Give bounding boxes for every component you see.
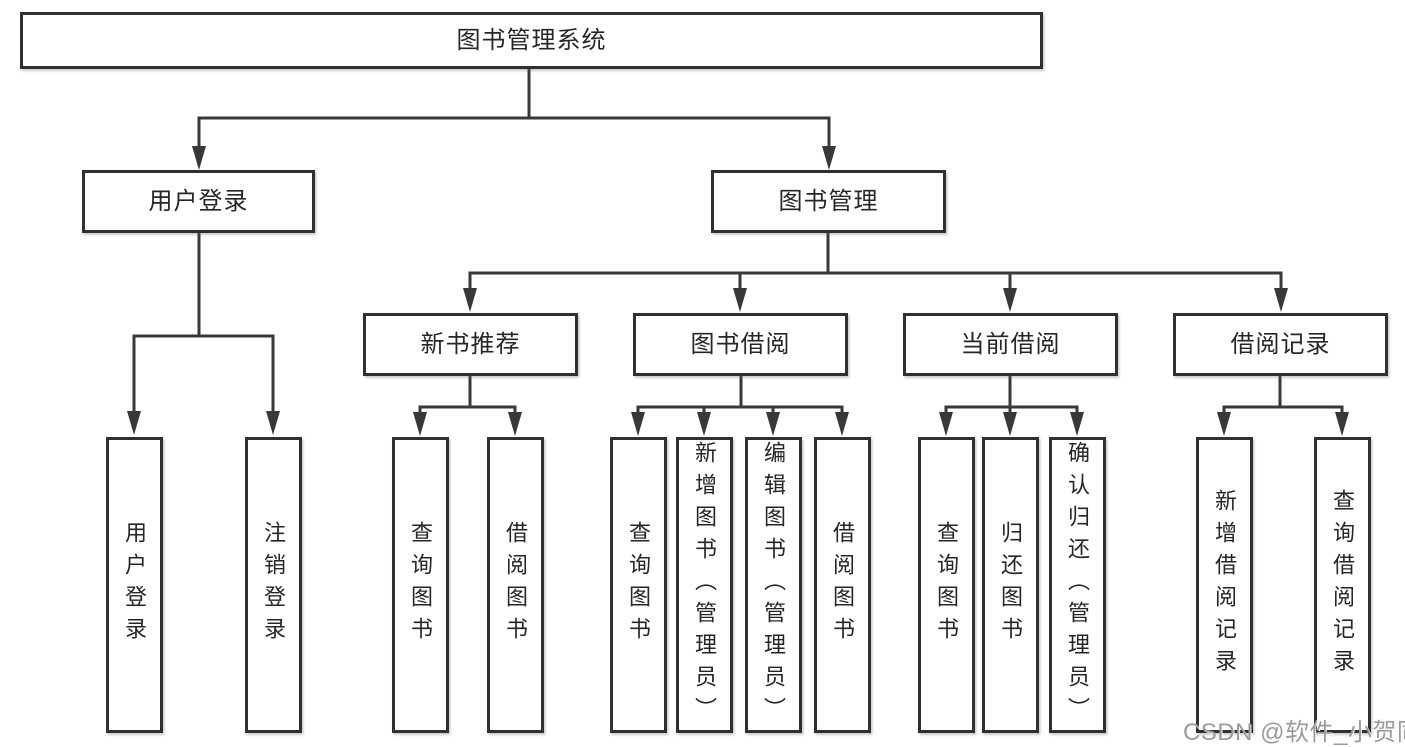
node-root-label: 图书管理系统 (456, 26, 607, 54)
node-user-login: 用户登录 (82, 170, 315, 233)
leaf-query-books-current-label: 查询图书 (934, 521, 959, 649)
leaf-logout: 注销登录 (244, 437, 302, 733)
node-book-management: 图书管理 (711, 170, 946, 233)
leaf-logout-label: 注销登录 (261, 521, 286, 649)
node-borrow-records: 借阅记录 (1173, 313, 1388, 376)
leaf-borrow-books-label: 借阅图书 (830, 521, 855, 649)
leaf-edit-book-admin-label: 编辑图书（管理员） (761, 441, 786, 729)
leaf-user-login: 用户登录 (105, 437, 163, 733)
leaf-return-books-label: 归还图书 (998, 521, 1023, 649)
leaf-query-borrow-record: 查询借阅记录 (1313, 437, 1371, 733)
leaf-confirm-return-admin: 确认归还（管理员） (1048, 437, 1106, 733)
node-new-book-recommend: 新书推荐 (363, 313, 578, 376)
leaf-query-borrow-record-label: 查询借阅记录 (1330, 489, 1355, 681)
leaf-add-book-admin: 新增图书（管理员） (675, 437, 733, 733)
leaf-borrow-books-recommend: 借阅图书 (486, 437, 544, 733)
node-user-login-label: 用户登录 (148, 187, 249, 215)
csdn-watermark: CSDN @软件_小贺同学 (1183, 719, 1405, 746)
leaf-query-books-borrow-label: 查询图书 (626, 521, 651, 649)
node-root: 图书管理系统 (20, 12, 1043, 69)
leaf-add-borrow-record: 新增借阅记录 (1195, 437, 1253, 733)
leaf-add-borrow-record-label: 新增借阅记录 (1212, 489, 1237, 681)
leaf-add-book-admin-label: 新增图书（管理员） (692, 441, 717, 729)
leaf-query-books-recommend-label: 查询图书 (408, 521, 433, 649)
node-new-book-recommend-label: 新书推荐 (420, 330, 521, 358)
node-current-borrowing: 当前借阅 (903, 313, 1118, 376)
node-book-borrowing: 图书借阅 (633, 313, 848, 376)
node-current-borrowing-label: 当前借阅 (960, 330, 1061, 358)
node-book-management-label: 图书管理 (778, 187, 879, 215)
leaf-user-login-label: 用户登录 (122, 521, 147, 649)
leaf-query-books-recommend: 查询图书 (391, 437, 449, 733)
leaf-return-books: 归还图书 (981, 437, 1039, 733)
node-book-borrowing-label: 图书借阅 (690, 330, 791, 358)
leaf-query-books-borrow: 查询图书 (609, 437, 667, 733)
leaf-borrow-books: 借阅图书 (813, 437, 871, 733)
node-borrow-records-label: 借阅记录 (1230, 330, 1331, 358)
leaf-borrow-books-recommend-label: 借阅图书 (503, 521, 528, 649)
leaf-confirm-return-admin-label: 确认归还（管理员） (1065, 441, 1090, 729)
leaf-edit-book-admin: 编辑图书（管理员） (744, 437, 802, 733)
leaf-query-books-current: 查询图书 (917, 437, 975, 733)
